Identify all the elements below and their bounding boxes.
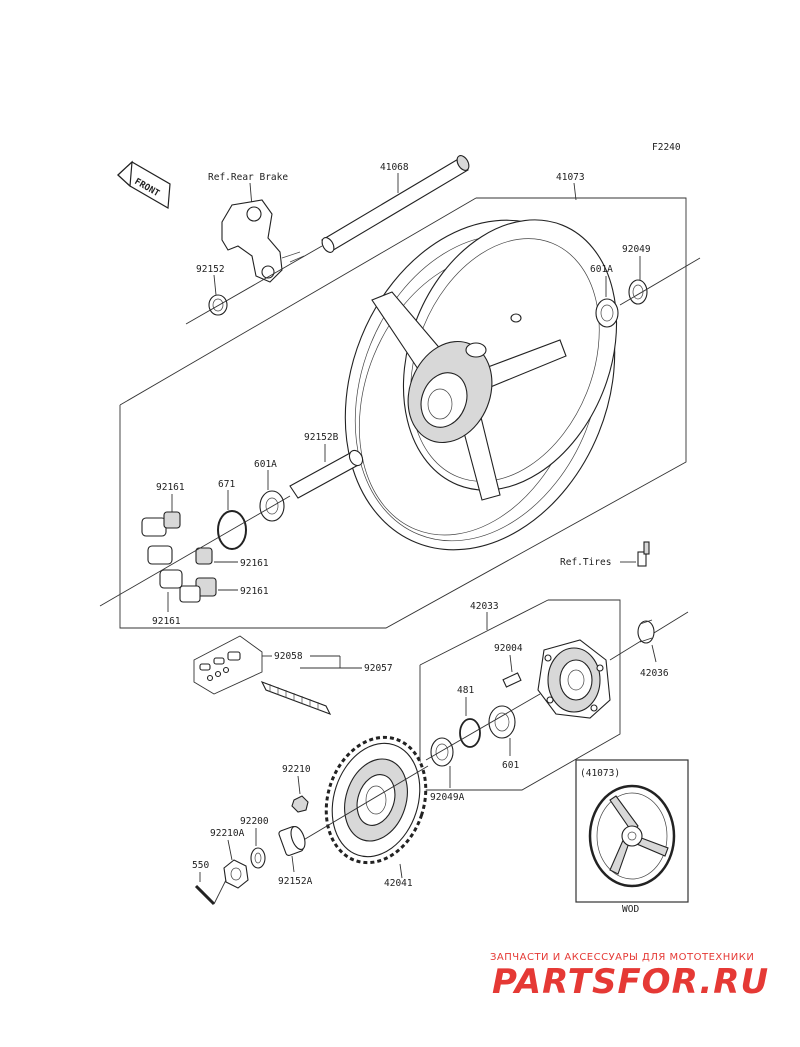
part-label-92161-d: 92161 bbox=[152, 616, 181, 627]
part-label-92058: 92058 bbox=[274, 651, 303, 662]
brake-bracket bbox=[221, 199, 305, 283]
part-label-92049A: 92049A bbox=[430, 792, 465, 803]
circlip-481 bbox=[459, 718, 481, 748]
sprocket-hub-42033 bbox=[537, 639, 611, 719]
part-label-601A-mid: 601A bbox=[254, 459, 277, 470]
part-label-92161-c: 92161 bbox=[240, 586, 269, 597]
part-label-92057: 92057 bbox=[364, 663, 393, 674]
collar-92152 bbox=[208, 294, 228, 316]
collar-92152B bbox=[289, 449, 364, 499]
part-label-92200: 92200 bbox=[240, 816, 269, 827]
part-label-92152A: 92152A bbox=[278, 876, 313, 887]
collar-42036 bbox=[637, 620, 655, 644]
wheel-41073 bbox=[344, 219, 618, 551]
part-label-550: 550 bbox=[192, 860, 209, 871]
watermark: ЗАПЧАСТИ И АКСЕССУАРЫ ДЛЯ МОТОТЕХНИКИ PA… bbox=[470, 948, 790, 1008]
watermark-logo: PARTSFOR.RU bbox=[492, 962, 770, 1002]
part-label-92210: 92210 bbox=[282, 764, 311, 775]
axle-41068 bbox=[321, 155, 470, 253]
part-label-92152B: 92152B bbox=[304, 432, 339, 443]
nut-92210 bbox=[291, 795, 309, 813]
part-label-92152: 92152 bbox=[196, 264, 225, 275]
part-label-92161-b: 92161 bbox=[240, 558, 269, 569]
seal-92049A bbox=[430, 737, 454, 767]
part-label-92049: 92049 bbox=[622, 244, 651, 255]
inset-caption: WOD bbox=[622, 904, 639, 915]
seal-92049 bbox=[628, 279, 648, 305]
part-label-42041: 42041 bbox=[384, 878, 413, 889]
part-label-92210A: 92210A bbox=[210, 828, 245, 839]
part-label-601: 601 bbox=[502, 760, 519, 771]
collar-92152A bbox=[278, 825, 306, 856]
stud-92004 bbox=[502, 672, 522, 688]
damper-92161 bbox=[141, 511, 217, 603]
part-label-481: 481 bbox=[457, 685, 474, 696]
bearing-601 bbox=[488, 705, 516, 739]
part-label-92004: 92004 bbox=[494, 643, 523, 654]
front-arrow-icon: FRONT bbox=[117, 160, 171, 209]
valve-icon bbox=[637, 541, 650, 567]
part-label-601A-top: 601A bbox=[590, 264, 613, 275]
diagram-code: F2240 bbox=[652, 142, 681, 153]
part-label-92161-a: 92161 bbox=[156, 482, 185, 493]
ref-rear-brake-label: Ref.Rear Brake bbox=[208, 172, 288, 183]
part-label-41073: 41073 bbox=[556, 172, 585, 183]
part-label-42036: 42036 bbox=[640, 668, 669, 679]
ref-tires-label: Ref.Tires bbox=[560, 557, 611, 568]
part-label-42033: 42033 bbox=[470, 601, 499, 612]
inset-wheel-variant: (41073) WOD bbox=[575, 759, 689, 915]
cotter-pin-550 bbox=[194, 884, 216, 906]
inset-label: (41073) bbox=[580, 768, 620, 779]
chain-link-box bbox=[193, 635, 263, 695]
part-label-41068: 41068 bbox=[380, 162, 409, 173]
washer-92200 bbox=[250, 847, 266, 869]
sprocket-42041 bbox=[324, 735, 428, 865]
axle-nut-92210A bbox=[223, 859, 249, 889]
chain-92057 bbox=[260, 680, 332, 716]
bearing-601A-top bbox=[595, 298, 619, 328]
part-label-671: 671 bbox=[218, 479, 235, 490]
watermark-subtitle: ЗАПЧАСТИ И АКСЕССУАРЫ ДЛЯ МОТОТЕХНИКИ bbox=[490, 952, 755, 963]
